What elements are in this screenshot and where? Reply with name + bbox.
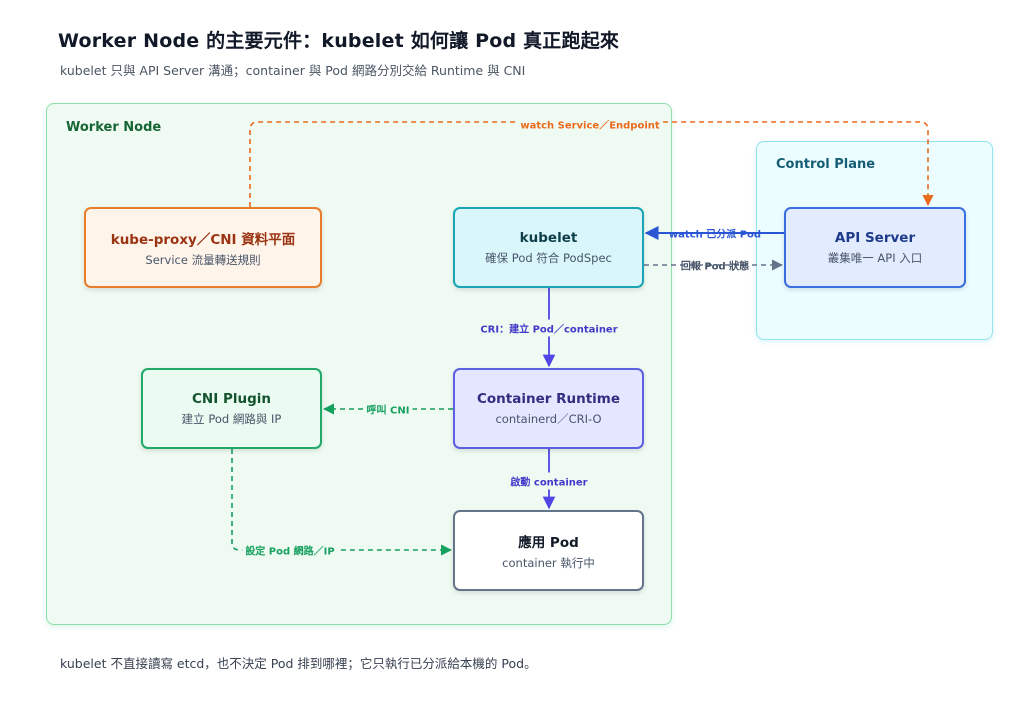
node-container-runtime-title: Container Runtime: [476, 390, 621, 407]
edge-label-start-container: 啟動 container: [507, 472, 591, 490]
page-title: Worker Node 的主要元件：kubelet 如何讓 Pod 真正跑起來: [58, 30, 620, 52]
node-kubelet-title: kubelet: [519, 229, 578, 246]
node-api-server-subtitle: 叢集唯一 API 入口: [827, 250, 923, 265]
node-app-pod: 應用 Pod container 執行中: [453, 510, 644, 591]
edge-label-watch-service: watch Service／Endpoint: [517, 115, 663, 133]
edge-watch-service: [249, 121, 934, 207]
node-cni-plugin: CNI Plugin 建立 Pod 網路與 IP: [141, 368, 322, 449]
node-kubelet: kubelet 確保 Pod 符合 PodSpec: [453, 207, 644, 288]
node-container-runtime: Container Runtime containerd／CRI-O: [453, 368, 644, 449]
edge-set-network: [231, 449, 453, 556]
node-api-server-title: API Server: [834, 229, 916, 246]
node-container-runtime-subtitle: containerd／CRI-O: [495, 411, 602, 426]
edge-label-watch-pod: watch 已分派 Pod: [668, 229, 762, 241]
footnote: kubelet 不直接讀寫 etcd，也不決定 Pod 排到哪裡；它只執行已分派…: [60, 656, 537, 671]
node-app-pod-subtitle: container 執行中: [502, 555, 595, 570]
node-kube-proxy-title: kube-proxy／CNI 資料平面: [110, 231, 296, 248]
node-cni-plugin-title: CNI Plugin: [192, 390, 271, 407]
node-kube-proxy: kube-proxy／CNI 資料平面 Service 流量轉送規則: [84, 207, 322, 288]
edge-label-cri-create: CRI：建立 Pod／container: [477, 319, 621, 337]
node-api-server: API Server 叢集唯一 API 入口: [784, 207, 966, 288]
edge-label-set-network: 設定 Pod 網路／IP: [242, 541, 338, 559]
node-kubelet-subtitle: 確保 Pod 符合 PodSpec: [485, 250, 612, 265]
node-cni-plugin-subtitle: 建立 Pod 網路與 IP: [181, 411, 282, 426]
node-app-pod-title: 應用 Pod: [518, 534, 579, 551]
edge-label-report-status: 回報 Pod 狀態: [680, 261, 750, 273]
page-subtitle: kubelet 只與 API Server 溝通；container 與 Pod…: [60, 63, 526, 78]
worker-node-label: Worker Node: [66, 120, 162, 135]
control-plane-label: Control Plane: [776, 157, 876, 172]
edge-label-call-cni: 呼叫 CNI: [363, 400, 413, 418]
node-kube-proxy-subtitle: Service 流量轉送規則: [145, 252, 261, 267]
